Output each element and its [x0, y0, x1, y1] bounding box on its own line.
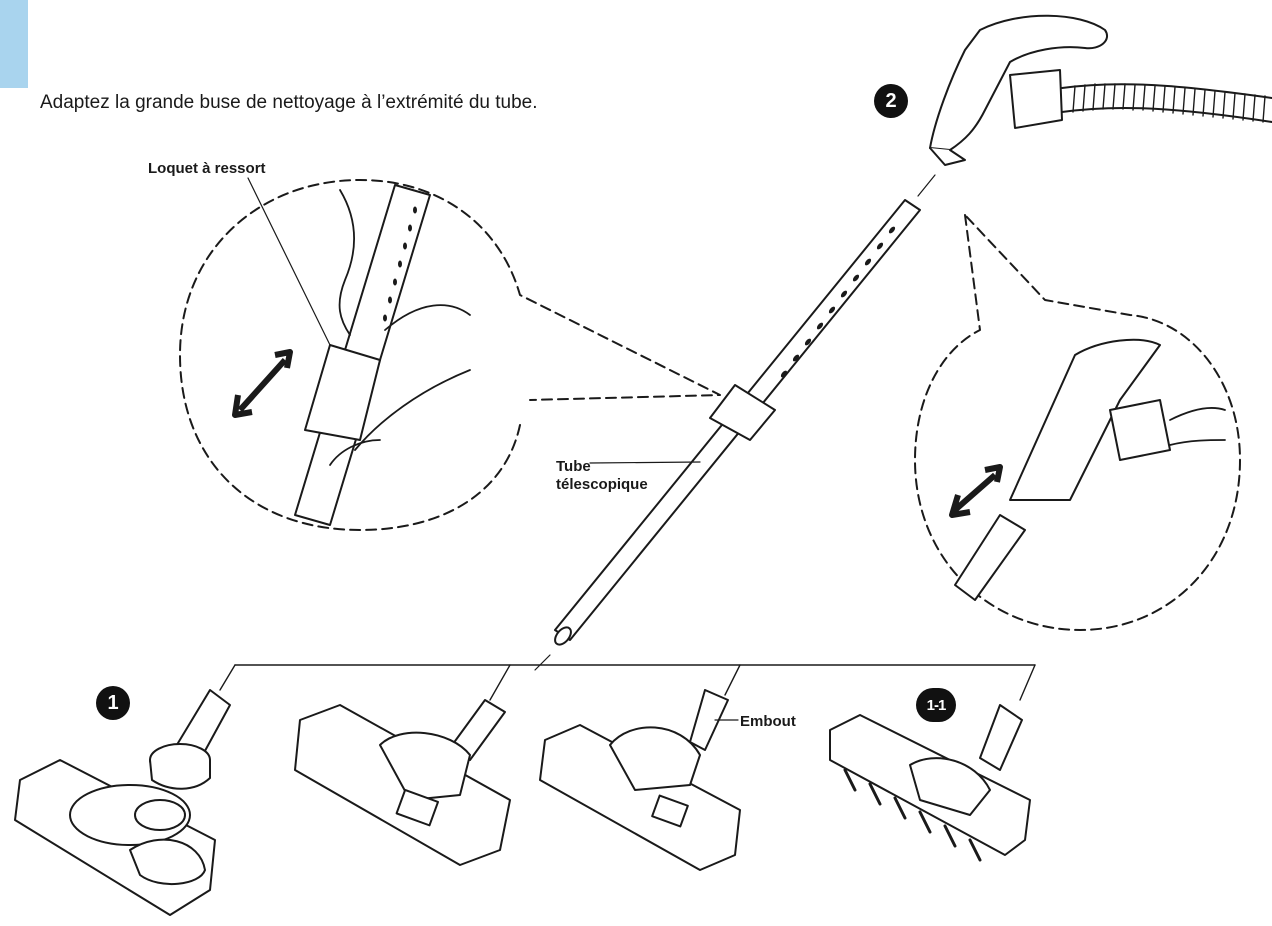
- hose-handle-illustration: [918, 16, 1272, 196]
- handle-detail-illustration: [952, 340, 1225, 600]
- nozzle-connector-lines: [220, 665, 1035, 700]
- combination-nozzle-illustration: [15, 690, 230, 915]
- parquet-nozzle-illustration: [830, 705, 1030, 860]
- embout-nozzle-illustration: [540, 690, 740, 870]
- latch-detail-callout: [180, 180, 720, 530]
- standard-nozzle-illustration: [295, 700, 510, 865]
- latch-detail-illustration: [235, 178, 470, 525]
- telescopic-tube-illustration: [535, 200, 920, 670]
